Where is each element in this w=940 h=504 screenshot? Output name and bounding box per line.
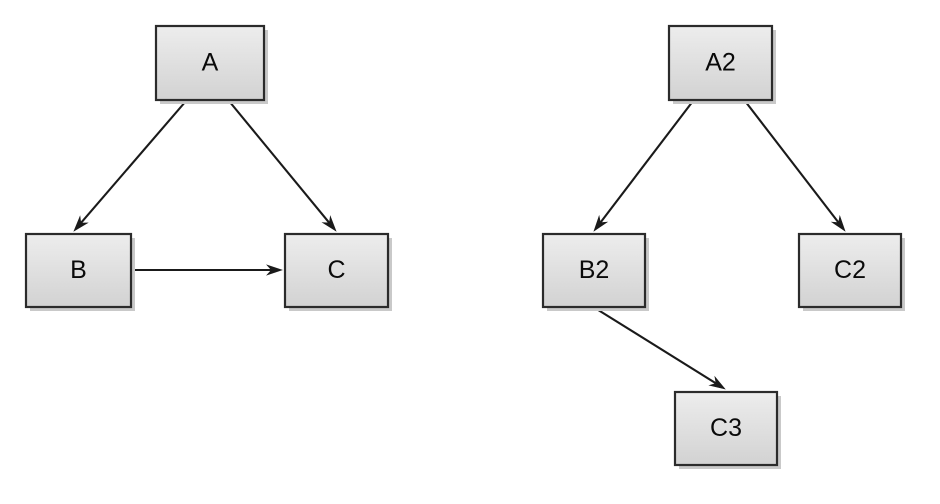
node-rect[interactable] — [797, 232, 903, 309]
edges-layer — [73, 100, 846, 390]
edge-b2-to-c3[interactable] — [594, 307, 726, 390]
arrowhead-icon — [321, 215, 337, 232]
arrowhead-icon — [830, 214, 846, 232]
arrowhead-icon — [73, 215, 89, 232]
edge-a2-to-c2[interactable] — [744, 100, 846, 232]
edge-b-to-c[interactable] — [133, 264, 283, 276]
node-rect[interactable] — [283, 232, 390, 309]
node-label: C2 — [834, 256, 866, 284]
node-rect[interactable] — [667, 24, 774, 102]
node-b2[interactable]: B2 — [541, 232, 649, 311]
edge-a-to-b[interactable] — [73, 100, 187, 232]
node-label: B2 — [579, 256, 610, 284]
edge-group-graph-left — [73, 100, 337, 276]
edge-line — [78, 100, 187, 226]
node-rect[interactable] — [541, 232, 647, 309]
node-label: A — [202, 49, 219, 77]
node-label: B — [70, 256, 87, 284]
node-group-graph-left: A B C — [24, 24, 392, 311]
node-rect[interactable] — [673, 390, 779, 467]
node-rect[interactable] — [24, 232, 133, 309]
node-label: C — [327, 256, 345, 284]
node-a2[interactable]: A2 — [667, 24, 776, 104]
edge-a-to-c[interactable] — [228, 100, 337, 232]
node-b[interactable]: B — [24, 232, 135, 311]
node-c3[interactable]: C3 — [673, 390, 781, 469]
edge-line — [594, 307, 719, 386]
node-a[interactable]: A — [154, 24, 268, 104]
edge-a2-to-b2[interactable] — [593, 100, 694, 232]
node-label: C3 — [710, 414, 742, 442]
arrowhead-icon — [593, 214, 609, 232]
node-c2[interactable]: C2 — [797, 232, 905, 311]
arrowhead-icon — [708, 375, 726, 390]
node-rect[interactable] — [154, 24, 266, 102]
node-c[interactable]: C — [283, 232, 392, 311]
node-label: A2 — [705, 49, 736, 77]
edge-line — [598, 100, 694, 225]
edge-group-graph-right — [593, 100, 846, 390]
edge-line — [744, 100, 841, 225]
edge-line — [228, 100, 332, 226]
arrowhead-icon — [266, 264, 283, 276]
